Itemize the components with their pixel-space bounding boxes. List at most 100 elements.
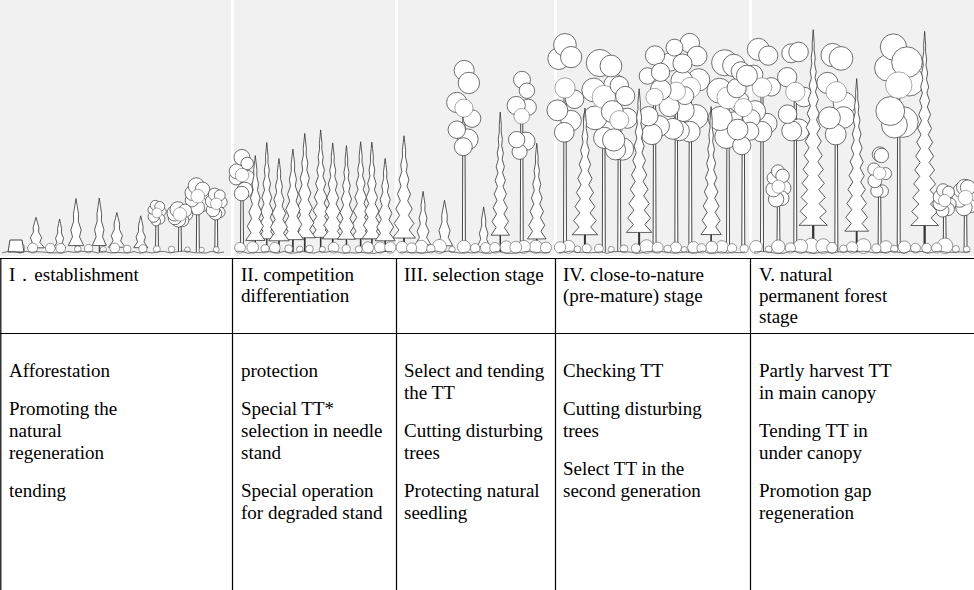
broadleaf-crown [211, 198, 223, 210]
table-cell: Partly harvest TT in main canopy [759, 360, 897, 404]
broadleaf-crown [616, 86, 635, 105]
conifer-crown [527, 143, 546, 239]
tree-drawing [952, 179, 974, 252]
ground-line [400, 251, 550, 253]
ground-line [2, 251, 224, 253]
broadleaf-crown [603, 129, 625, 151]
broadleaf-crown [448, 121, 465, 138]
conifer-crown [491, 112, 509, 235]
stage-panels [0, 0, 974, 256]
broadleaf-crown [782, 121, 802, 141]
table-cell: protection [241, 360, 396, 382]
tree-drawing [393, 136, 416, 252]
table-cell: Protecting natural seedling [404, 480, 546, 524]
undergrowth [706, 241, 718, 253]
conifer-crown [338, 146, 356, 240]
tree-drawing [527, 143, 546, 252]
conifer-crown [436, 200, 453, 246]
table-cell: Promotion gap regeneration [759, 480, 897, 524]
bush-drawing [554, 242, 565, 253]
broadleaf-crown [778, 105, 797, 124]
undergrowth [168, 246, 175, 253]
tree-drawings [2, 30, 974, 254]
broadleaf-crown [455, 99, 473, 117]
undergrowth [362, 242, 373, 253]
undergrowth [396, 241, 408, 253]
bush-drawing [772, 240, 785, 253]
table-rule [0, 258, 974, 259]
broadleaf-crown [191, 189, 205, 203]
tree-drawing [54, 219, 66, 252]
table-cell: Select and tending the TT [404, 360, 546, 404]
table-cell: Cutting disturbing trees [563, 398, 731, 442]
undergrowth [247, 242, 259, 254]
bush-drawing [631, 244, 640, 253]
broadleaf-crown [235, 168, 248, 181]
stage-panel [0, 0, 231, 256]
tree-drawing [868, 147, 892, 252]
tree-drawing [167, 202, 193, 252]
stage-panel [234, 0, 395, 256]
tree-drawing [338, 146, 356, 252]
broadleaf-crown [555, 78, 575, 98]
broadleaf-crown [514, 108, 530, 124]
broadleaf-crown [152, 208, 162, 218]
tree-drawing [766, 165, 791, 252]
tree-drawing [375, 158, 395, 252]
bush-drawing [45, 243, 55, 253]
undergrowth [355, 246, 362, 253]
undergrowth [110, 243, 120, 253]
tree-drawing [108, 213, 125, 252]
undergrowth [772, 240, 785, 253]
undergrowth [540, 242, 551, 253]
table-rule [396, 258, 397, 590]
table-rule [0, 258, 1, 590]
table-cell: tending [9, 480, 144, 502]
conifer-crown [68, 199, 84, 246]
tree-stump [8, 240, 24, 252]
tree-drawing [911, 31, 939, 252]
conifer-crown [626, 89, 651, 233]
bush-drawing [872, 244, 881, 253]
bush-drawing [123, 245, 131, 253]
conifer-crown [269, 159, 289, 241]
conifer-crown [246, 156, 265, 241]
bush-drawing [342, 245, 350, 253]
bush-drawing [510, 241, 522, 253]
bush-drawing [306, 245, 314, 253]
broadleaf-crown [673, 54, 692, 73]
broadleaf-crown [885, 72, 911, 98]
tree-drawing [799, 30, 827, 252]
broadleaf-crown [554, 122, 574, 142]
conifer-crown [375, 158, 395, 240]
broadleaf-crown [600, 55, 622, 77]
tree-drawing [134, 216, 148, 252]
conifer-crown [415, 191, 431, 244]
undergrowth [640, 240, 654, 254]
undergrowth [306, 245, 314, 253]
broadleaf-crown [241, 157, 253, 169]
table-header-cell: V. natural permanent forest stage [759, 264, 904, 327]
broadleaf-crown [610, 111, 629, 130]
table-header-cell: IV. close-to-nature (pre-mature) stage [563, 264, 745, 306]
table-rule [555, 258, 556, 590]
tree-drawing [491, 112, 509, 252]
undergrowth [342, 245, 350, 253]
undergrowth [45, 243, 55, 253]
tree-drawing [148, 200, 166, 252]
tree-drawing [68, 199, 84, 252]
bush-drawing [582, 244, 591, 253]
bush-drawing [396, 241, 408, 253]
broadleaf-crown [727, 119, 748, 140]
tree-drawing [27, 217, 44, 252]
broadleaf-crown [939, 194, 951, 206]
undergrowth [457, 240, 470, 253]
broadleaf-crown [772, 180, 785, 193]
tree-drawing [626, 89, 651, 252]
bush-drawing [540, 242, 551, 253]
bush-drawing [727, 244, 736, 253]
broadleaf-crown [519, 83, 534, 98]
table-cell: Select TT in the second generation [563, 458, 731, 502]
broadleaf-crown [759, 46, 778, 65]
broadleaf-crown [826, 82, 847, 103]
